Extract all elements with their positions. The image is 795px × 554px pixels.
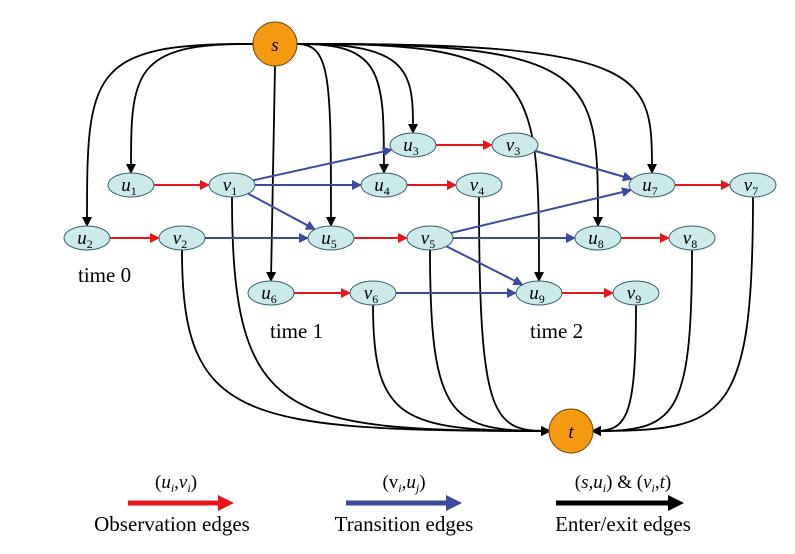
node-v8: v8 (668, 225, 716, 251)
node-u6-ellipse (247, 280, 295, 306)
node-u7-label: u7 (642, 175, 658, 198)
transition-edge-v1-u3 (252, 146, 393, 182)
node-v7-ellipse (729, 172, 777, 198)
transition-edge-v5-u9 (446, 245, 524, 286)
legend-observation: (ui,vi) Observation edges (94, 472, 250, 536)
node-u1: u1 (107, 172, 155, 198)
node-v3: v3 (491, 132, 539, 158)
node-u4-label: u4 (374, 175, 390, 198)
node-u2-label: u2 (77, 228, 93, 251)
node-v9-label: v9 (627, 283, 641, 306)
legend-transition: (vi,uj) Transition edges (335, 472, 474, 536)
time-label-0: time 0 (78, 263, 131, 287)
node-u8: u8 (574, 225, 622, 251)
enter-edge-s-u4 (293, 43, 389, 174)
exit-edge-v7-t (591, 196, 754, 436)
observation-transition-edges (110, 140, 731, 298)
node-v5-label: v5 (421, 228, 435, 251)
legend-enter-exit-formula: (s,ui) & (vi,t) (575, 472, 671, 495)
exit-edge-v6-t (372, 304, 551, 436)
node-s: s (252, 21, 298, 67)
node-u5: u5 (307, 225, 355, 251)
exit-edge-v8-t (591, 249, 693, 436)
legend-transition-title: Transition edges (335, 512, 474, 536)
node-v4: v4 (455, 172, 503, 198)
node-v4-ellipse (455, 172, 503, 198)
node-u3-ellipse (389, 132, 437, 158)
node-u5-ellipse (307, 225, 355, 251)
transition-edge-v1-u5 (247, 192, 316, 230)
enter-edge-s-u7 (293, 43, 657, 174)
legend-enter-exit-title: Enter/exit edges (555, 512, 691, 536)
legend-observation-title: Observation edges (94, 512, 250, 536)
node-u9-ellipse (515, 280, 563, 306)
enter-edge-s-u1 (126, 43, 257, 174)
node-s-label: s (271, 35, 278, 56)
node-v4-label: v4 (470, 175, 484, 198)
time-label-1: time 1 (270, 319, 323, 343)
legend-observation-arrowhead (218, 495, 234, 511)
node-u4-ellipse (360, 172, 408, 198)
node-v9-ellipse (612, 280, 660, 306)
node-s-circle (252, 21, 298, 67)
node-v2-ellipse (158, 225, 206, 251)
node-u1-label: u1 (121, 175, 137, 198)
node-u2-ellipse (63, 225, 111, 251)
node-t-circle (548, 408, 594, 454)
node-v3-ellipse (491, 132, 539, 158)
node-v6-label: v6 (364, 283, 378, 306)
node-v7: v7 (729, 172, 777, 198)
node-v8-ellipse (668, 225, 716, 251)
node-t-label: t (568, 422, 574, 443)
node-v8-label: v8 (683, 228, 697, 251)
node-u7: u7 (628, 172, 676, 198)
exit-edge-v9-t (591, 304, 637, 436)
enter-exit-edges (82, 43, 754, 436)
transition-edge-v3-u7 (534, 149, 633, 182)
enter-edge-s-u3 (293, 43, 418, 134)
node-u1-ellipse (107, 172, 155, 198)
legend-transition-arrowhead (446, 495, 462, 511)
node-v2: v2 (158, 225, 206, 251)
node-v2-label: v2 (173, 228, 187, 251)
enter-edge-s-u5 (293, 43, 336, 227)
node-u3: u3 (389, 132, 437, 158)
node-v6: v6 (349, 280, 397, 306)
node-u8-label: u8 (588, 228, 604, 251)
node-u3-label: u3 (403, 135, 419, 158)
node-t: t (548, 408, 594, 454)
node-u4: u4 (360, 172, 408, 198)
legend-observation-formula: (ui,vi) (155, 472, 197, 495)
enter-edge-s-u9 (293, 43, 544, 282)
node-v1-label: v1 (223, 175, 237, 198)
enter-edge-s-u2 (82, 43, 257, 227)
enter-edge-s-u6 (266, 65, 277, 282)
legend-enter-exit: (s,ui) & (vi,t) Enter/exit edges (555, 472, 691, 536)
node-u9: u9 (515, 280, 563, 306)
nodes: s t u1 v1 u2 v2 u3 v3 u4 v4 u5 v5 u6 v6 u7 v7 u8 v8 u9 v9 (63, 21, 777, 454)
legend: (ui,vi) Observation edges (vi,uj) Transi… (94, 472, 691, 536)
transition-edge-v5-u7 (450, 187, 633, 234)
node-u8-ellipse (574, 225, 622, 251)
node-v7-label: v7 (744, 175, 758, 198)
legend-enter-exit-arrowhead (668, 495, 684, 511)
node-u2: u2 (63, 225, 111, 251)
node-u6: u6 (247, 280, 295, 306)
node-u9-label: u9 (529, 283, 545, 306)
node-u5-label: u5 (321, 228, 337, 251)
node-v5-ellipse (406, 225, 454, 251)
node-v3-label: v3 (506, 135, 520, 158)
node-u6-label: u6 (261, 283, 277, 306)
node-v6-ellipse (349, 280, 397, 306)
node-v1-ellipse (208, 172, 256, 198)
node-v5: v5 (406, 225, 454, 251)
node-v9: v9 (612, 280, 660, 306)
time-label-2: time 2 (530, 319, 583, 343)
legend-transition-formula: (vi,uj) (382, 472, 425, 495)
node-v1: v1 (208, 172, 256, 198)
exit-edge-v2-t (181, 249, 551, 436)
enter-edge-s-u8 (293, 43, 603, 227)
node-u7-ellipse (628, 172, 676, 198)
